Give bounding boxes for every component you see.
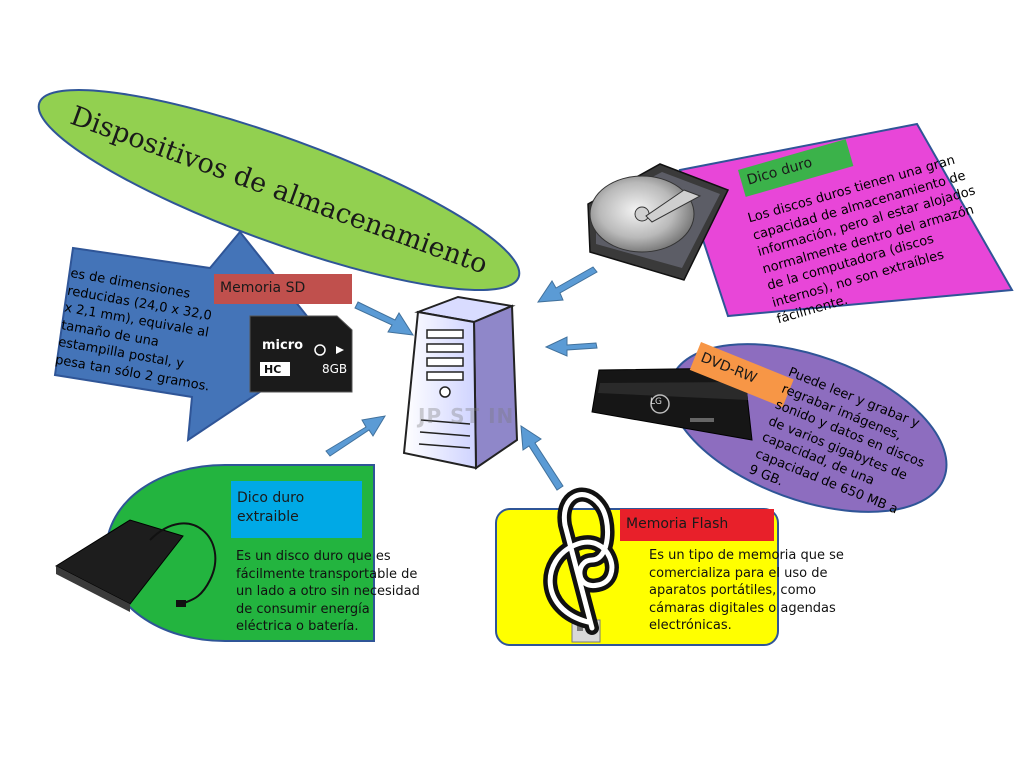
sd-label: Memoria SD bbox=[214, 274, 352, 304]
connector-arrows bbox=[325, 266, 598, 491]
arrow-from-dvd bbox=[544, 336, 598, 357]
dvd-drive-icon bbox=[591, 367, 753, 441]
computer-tower-icon bbox=[402, 295, 519, 470]
arrow-from-hdd bbox=[537, 266, 598, 303]
title-oval bbox=[37, 89, 521, 291]
external-label-line2: extraible bbox=[237, 509, 299, 525]
center-watermark: JP ST IN bbox=[418, 404, 515, 428]
sd-card-text: micro bbox=[262, 338, 303, 353]
arrow-from-flash bbox=[520, 425, 564, 491]
flash-drive-icon bbox=[543, 487, 619, 643]
arrow-from-sd bbox=[354, 301, 414, 336]
external-label-line1: Dico duro bbox=[237, 490, 305, 506]
external-label: Dico duro extraible bbox=[231, 481, 362, 538]
flash-label: Memoria Flash bbox=[620, 509, 774, 541]
dvd-drive-brand: LG bbox=[650, 397, 662, 407]
flash-description: Es un tipo de memoria que se comercializ… bbox=[649, 548, 844, 633]
external-drive-icon bbox=[54, 519, 217, 612]
sd-card-type: HC bbox=[264, 363, 282, 376]
external-description: Es un disco duro que es fácilmente trans… bbox=[236, 549, 420, 634]
hard-disk-icon bbox=[587, 163, 730, 281]
arrow-from-external bbox=[325, 415, 386, 457]
sd-card-size: 8GB bbox=[322, 362, 348, 376]
sd-card-icon bbox=[249, 315, 353, 393]
sd-card-brand: micro bbox=[262, 338, 304, 353]
